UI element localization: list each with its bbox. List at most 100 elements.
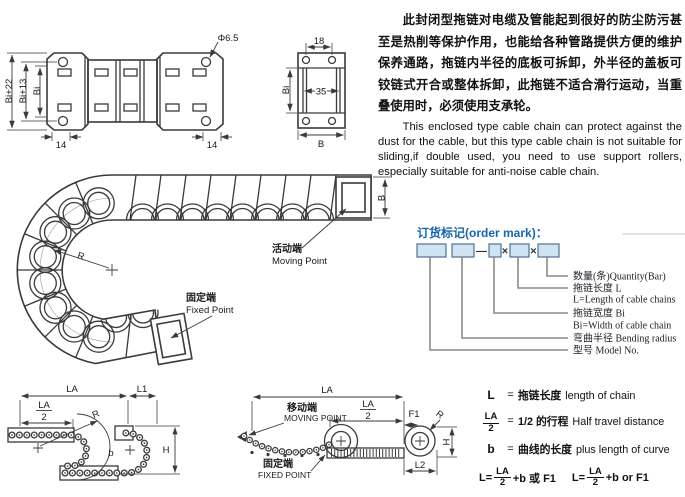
center-crosses bbox=[33, 443, 135, 455]
moving-point-label: 活动端 Moving Point bbox=[272, 208, 347, 267]
order-mark-legend: 订货标记(order mark)： — × × 数量(条)Quantity(Ba… bbox=[416, 225, 685, 357]
dim-f1: F1 bbox=[408, 409, 419, 420]
dim-chain-width: B bbox=[377, 195, 388, 201]
dim-bend-radius: R bbox=[76, 250, 86, 263]
chain-band bbox=[16, 174, 372, 365]
travel-schematic: LA L1 LA 2 R b H bbox=[7, 384, 180, 481]
eq2-post: +b or F1 bbox=[605, 471, 649, 484]
fixed-point-label: 固定端 Fixed Point bbox=[170, 291, 234, 339]
width-dimension: B bbox=[373, 176, 390, 219]
order-mark-boxes: — × × bbox=[416, 243, 560, 258]
separator-times-2: × bbox=[530, 246, 536, 258]
eq1-pre: L= bbox=[479, 471, 493, 484]
definition-la2-en: Half travel distance bbox=[572, 416, 665, 428]
definition-l-zh: 拖链长度 bbox=[518, 390, 562, 402]
dim-pitch-left: 14 bbox=[56, 140, 67, 151]
top-view-drawing: Bi+22 Bi+13 Bi 14 14 Φ6.5 bbox=[4, 33, 238, 151]
frac-num: LA bbox=[482, 411, 500, 424]
fixed-point-en: Fixed Point bbox=[186, 305, 234, 316]
dim-radius: R bbox=[433, 409, 445, 422]
separator-dash: — bbox=[476, 246, 487, 258]
radius-dimension: R bbox=[53, 249, 118, 276]
order-mark-box-length bbox=[509, 243, 530, 258]
dim-height-h: H bbox=[440, 439, 451, 446]
moving-point-en: MOVING POINT bbox=[284, 413, 347, 423]
frac-la-den: 2 bbox=[365, 411, 370, 422]
link-dividers bbox=[17, 174, 337, 359]
label-model-no: 型号 Model No. bbox=[573, 344, 639, 357]
end-view-dimensions: 18 Bi 35 B bbox=[281, 35, 346, 150]
link-arc-cutouts bbox=[29, 187, 335, 353]
dim-la: LA bbox=[66, 384, 78, 395]
top-view-dimensions: Bi+22 Bi+13 Bi 14 14 Φ6.5 bbox=[4, 33, 238, 151]
label-length-zh: 拖链长度 L bbox=[573, 282, 622, 295]
moving-end-block bbox=[335, 176, 372, 219]
long-travel-dimensions: LA LA 2 F1 R H L2 bbox=[251, 385, 457, 475]
label-length-en: L=Length of cable chains bbox=[573, 295, 676, 306]
order-mark-labels: 数量(条)Quantity(Bar) 拖链长度 L L=Length of ca… bbox=[573, 270, 676, 357]
order-mark-title: 订货标记(order mark)： bbox=[417, 225, 548, 240]
separator-times-1: × bbox=[502, 246, 508, 258]
dim-height-h: H bbox=[163, 445, 170, 456]
end-view-drawing: 18 Bi 35 B bbox=[281, 35, 346, 150]
eq2-pre: L= bbox=[571, 471, 586, 484]
eq1-num: LA bbox=[494, 466, 511, 479]
dim-hole-diameter: Φ6.5 bbox=[218, 33, 239, 44]
chain-bracket-outline bbox=[46, 52, 224, 131]
frac-la-num: LA bbox=[362, 399, 374, 410]
order-mark-leaders bbox=[429, 257, 568, 351]
equals-sign: = bbox=[507, 389, 514, 401]
order-mark-box-quantity bbox=[537, 243, 560, 258]
term-b: b bbox=[487, 442, 495, 456]
dim-height-mid: Bi+13 bbox=[18, 79, 29, 104]
dim-l2: L2 bbox=[415, 460, 426, 471]
description-block: 此封闭型拖链对电缆及管能起到很好的防尘防污甚至是热削等保护作用，也能给各种管路提… bbox=[378, 10, 682, 180]
dim-height-outer: Bi+22 bbox=[4, 79, 15, 104]
label-width-zh: 拖链宽度 Bi bbox=[573, 307, 625, 320]
label-width-en: Bi=Width of cable chain bbox=[573, 321, 671, 332]
fixed-point-en: FIXED POINT bbox=[258, 470, 311, 480]
dim-pitch-right: 14 bbox=[207, 140, 218, 151]
link-slots bbox=[57, 68, 207, 112]
curve-arc bbox=[76, 413, 111, 481]
chain-links bbox=[7, 413, 151, 481]
dim-hole-span: 18 bbox=[314, 36, 325, 47]
frac-la-num: LA bbox=[38, 400, 50, 411]
fixed-point-zh: 固定端 bbox=[263, 457, 293, 470]
dim-radius: R bbox=[91, 408, 102, 421]
dim-la: LA bbox=[321, 385, 333, 396]
frac-den: 2 bbox=[488, 422, 494, 434]
eq1-den: 2 bbox=[499, 477, 506, 489]
dim-curve-b: b bbox=[108, 448, 113, 459]
dim-l1: L1 bbox=[137, 384, 148, 395]
eq2-den: 2 bbox=[592, 477, 599, 489]
fixed-point-zh: 固定端 bbox=[186, 291, 216, 304]
label-quantity: 数量(条)Quantity(Bar) bbox=[573, 270, 666, 283]
fixed-end-block bbox=[149, 312, 193, 366]
bend-view-drawing: R B 活动端 Moving Point 固定端 Fixed Point bbox=[16, 174, 390, 366]
order-mark-box-model bbox=[416, 243, 447, 258]
moving-point-en: Moving Point bbox=[272, 256, 327, 267]
description-english: This enclosed type cable chain can prote… bbox=[378, 120, 682, 179]
definition-b-en: plus length of curve bbox=[575, 444, 670, 456]
dim-outer-width: B bbox=[318, 139, 324, 150]
order-mark-box-radius bbox=[451, 243, 475, 258]
equals-sign: = bbox=[507, 415, 514, 427]
travel-dimensions: LA L1 LA 2 R b H bbox=[19, 384, 180, 475]
definition-l-en: length of chain bbox=[565, 390, 636, 402]
definition-b-zh: 曲线的长度 bbox=[518, 444, 572, 456]
order-mark-box-width bbox=[488, 243, 502, 258]
dim-inner-height: Bi bbox=[281, 86, 292, 94]
chain-links bbox=[237, 423, 436, 459]
dim-height-inner: Bi bbox=[32, 87, 43, 95]
